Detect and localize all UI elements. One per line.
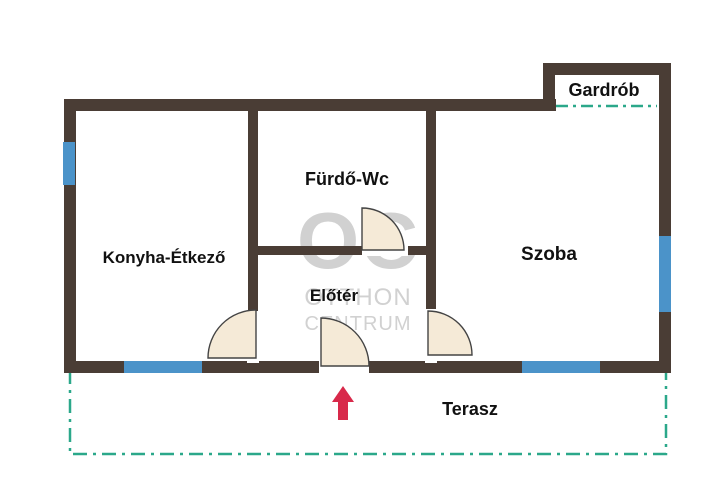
entrance-arrow-icon [332, 386, 354, 420]
door-room [427, 310, 473, 356]
wall-wardrobe-top [543, 63, 671, 75]
terrace-outline [68, 370, 668, 456]
wall-top [64, 99, 556, 111]
wall-hall-room [426, 99, 436, 309]
watermark-line-1: OTTHON [304, 284, 411, 311]
window-right [659, 236, 671, 312]
room-label-room: Szoba [521, 244, 577, 265]
wall-bath-hall [248, 246, 436, 255]
door-entrance [320, 317, 370, 367]
room-label-hall: Előtér [310, 286, 359, 305]
room-label-wardrobe: Gardrób [568, 80, 639, 100]
wall-left [64, 99, 76, 373]
window-left [63, 142, 75, 185]
doors [207, 207, 473, 367]
watermark: OC OTTHON CENTRUM [297, 196, 418, 335]
room-label-kitchen: Konyha-Étkező [103, 248, 226, 267]
wall-kitchen-hall [248, 99, 258, 311]
room-label-terrace: Terasz [442, 399, 498, 419]
room-label-bathroom: Fürdő-Wc [305, 169, 389, 189]
door-bathroom [361, 207, 405, 251]
wall-right [659, 63, 671, 373]
window-bottom-kitchen [124, 361, 202, 373]
walls [64, 63, 671, 373]
windows [63, 142, 671, 373]
door-kitchen [207, 309, 257, 359]
window-bottom-room [522, 361, 600, 373]
